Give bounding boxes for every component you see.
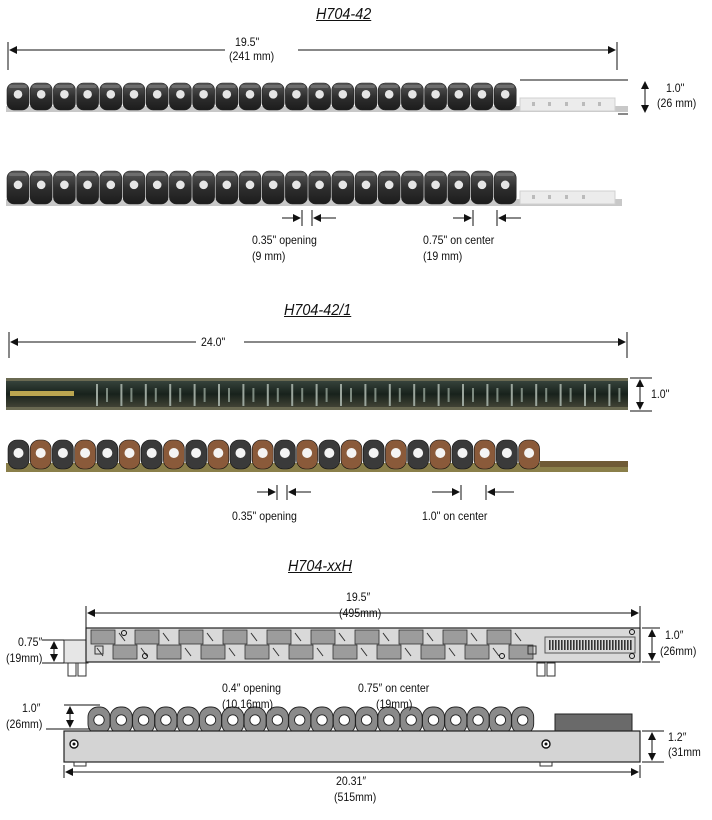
h704-42-1-opening-dimension [257,485,311,500]
h704-xxh-base-height-dimension [642,730,664,763]
h704-xxh-left-height-dimension [42,639,64,664]
h704-42-length-in: 19.5" [235,35,260,49]
h704-42-1-length-in: 24.0" [201,335,226,349]
h704-42-height-in: 1.0" [666,81,685,95]
h704-xxh-right-height-mm: (26mm) [660,644,697,658]
h704-42-1-center-dimension [432,485,514,500]
h704-42-1-length-dimension [8,332,628,358]
h704-xxh-ring-height-mm: (26mm) [6,717,43,731]
h704-xxh-ring-height-in: 1.0″ [22,701,41,715]
h704-42-1-ring-strip [6,439,628,472]
h704-xxh-center-mm: (19mm) [376,697,413,711]
h704-xxh-center-in: 0.75″ on center [358,681,430,695]
h704-xxh-base-height-mm: (31mm [668,745,701,759]
h704-xxh-side-view [63,706,641,767]
h704-42-opening-dimension [282,210,336,226]
h704-42-1-title: H704-42/1 [284,302,352,319]
h704-xxh-length-in: 19.5″ [346,590,371,604]
h704-42-title: H704-42 [316,6,372,23]
h704-xxh-base-height-in: 1.2″ [668,730,687,744]
h704-xxh-base-length-dimension [63,765,641,778]
h704-xxh-right-height-in: 1.0″ [665,628,684,642]
h704-xxh-length-mm: (495mm) [339,606,382,620]
h704-xxh-title: H704-xxH [288,558,353,575]
h704-xxh-top-view [63,627,641,677]
h704-xxh-left-height-mm: (19mm) [6,651,43,665]
h704-42-center-mm: (19 mm) [423,249,463,263]
h704-xxh-opening-in: 0.4″ opening [222,681,281,695]
h704-xxh-opening-mm: (10.16mm) [222,697,274,711]
h704-42-opening-mm: (9 mm) [252,249,286,263]
h704-42-opening-in: 0.35" opening [252,233,317,247]
h704-42-center-in: 0.75" on center [423,233,495,247]
h704-xxh-base-length-mm: (515mm) [334,790,377,804]
h704-xxh-base-length-in: 20.31″ [336,774,367,788]
h704-xxh-right-height-dimension [642,627,660,663]
h704-42-strip-bottom [6,170,622,206]
h704-42-length-dimension [7,42,618,70]
h704-42-1-height-in: 1.0" [651,387,670,401]
h704-xxh-left-height-in: 0.75″ [18,635,43,649]
h704-42-height-mm: (26 mm) [657,96,697,110]
h704-42-length-mm: (241 mm) [229,49,275,63]
h704-42-strip-top [6,82,628,112]
h704-42-1-opening-in: 0.35" opening [232,509,297,523]
h704-xxh-ring-height-dimension [46,704,100,730]
h704-42-1-center-in: 1.0" on center [422,509,488,523]
h704-42-1-height-dimension [630,377,652,412]
h704-42-height-dimension [520,79,649,115]
h704-xxh-length-dimension [85,606,641,628]
h704-42-1-pcb [6,378,628,410]
h704-42-center-dimension [453,210,521,226]
